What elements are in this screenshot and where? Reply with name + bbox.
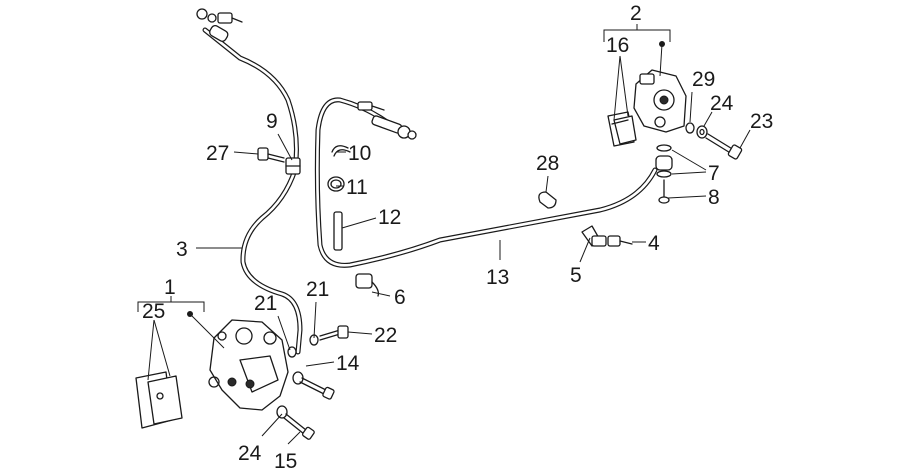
caliper-bolt-15 <box>276 405 315 440</box>
callout-14: 14 <box>336 352 360 375</box>
protective-sleeve <box>333 211 343 251</box>
callout-29: 29 <box>692 68 715 91</box>
callout-16: 16 <box>606 34 629 57</box>
callout-13: 13 <box>486 266 509 289</box>
callout-24-right: 24 <box>710 92 734 115</box>
washer-24 <box>696 125 708 139</box>
front-brake-pads <box>135 371 183 429</box>
callout-6: 6 <box>394 286 406 309</box>
callout-3: 3 <box>176 238 188 261</box>
hose-clip-6 <box>355 273 380 297</box>
banjo-bolt-8 <box>658 179 670 204</box>
callout-9: 9 <box>266 110 278 133</box>
hose-guide-clip <box>285 157 301 175</box>
callout-25: 25 <box>142 300 165 323</box>
callout-21-left: 21 <box>254 292 277 315</box>
bolt-23 <box>705 133 743 160</box>
callout-2: 2 <box>630 2 642 25</box>
callout-15: 15 <box>274 450 297 472</box>
bolt-22 <box>319 325 349 341</box>
callout-12: 12 <box>378 206 401 229</box>
hose-bracket <box>581 225 607 247</box>
callout-7: 7 <box>708 162 720 185</box>
front-brake-caliper <box>208 319 289 411</box>
caliper-bolt-14 <box>292 371 335 400</box>
upper-banjo-fitting <box>196 8 243 42</box>
callout-23: 23 <box>750 110 773 133</box>
clip-28 <box>538 191 557 209</box>
hose-clamp-11 <box>327 176 345 192</box>
callout-10: 10 <box>348 142 371 165</box>
banjo-washers <box>655 144 673 178</box>
bolt-4 <box>607 235 633 247</box>
callout-28: 28 <box>536 152 559 175</box>
callout-8: 8 <box>708 186 720 209</box>
callout-22: 22 <box>374 324 397 347</box>
rear-hose-banjo-fitting <box>357 101 417 140</box>
callout-4: 4 <box>648 232 660 255</box>
callout-1: 1 <box>164 276 176 299</box>
callout-24-left: 24 <box>238 442 262 465</box>
rear-brake-caliper <box>633 69 687 133</box>
front-brake-hose <box>202 27 303 355</box>
hose-clamp-10 <box>331 145 351 157</box>
callout-11: 11 <box>346 176 368 199</box>
rear-brake-hose <box>314 97 658 268</box>
callout-27: 27 <box>206 142 229 165</box>
rear-brake-pads <box>607 111 637 147</box>
washers-21 <box>287 334 319 358</box>
callout-5: 5 <box>570 264 582 287</box>
screw-27 <box>257 147 285 163</box>
callout-labels: 1 2 3 4 5 6 7 8 9 10 11 12 13 14 15 16 2… <box>142 2 773 472</box>
leader-lines <box>137 24 751 445</box>
callout-21-right: 21 <box>306 278 329 301</box>
washer-29 <box>685 122 695 134</box>
